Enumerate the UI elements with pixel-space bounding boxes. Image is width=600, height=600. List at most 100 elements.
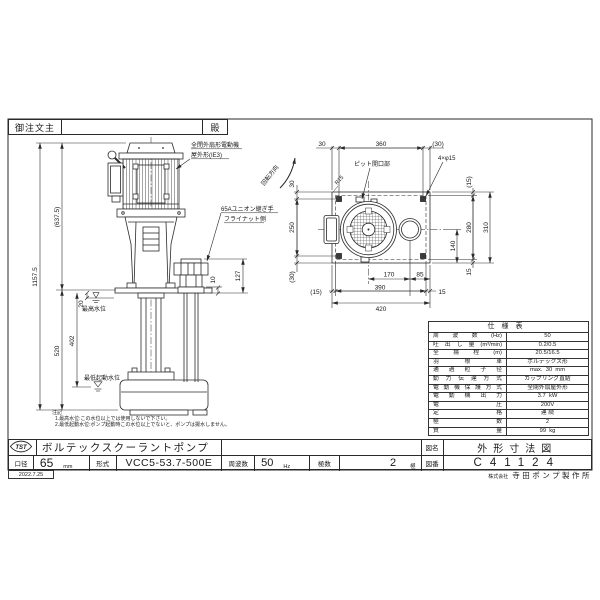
corner-radius-label: R15 [334, 175, 345, 187]
terminal-box-plan [323, 215, 340, 244]
pit-callout: ピット開口部 [354, 160, 390, 200]
frequency-label: 周波数 [222, 455, 256, 471]
dim-bot-right: 85 [416, 272, 424, 279]
anchor-hole [420, 253, 426, 259]
table-row: 周波数(Hz)50 [428, 332, 589, 342]
bore-unit: mm [63, 463, 73, 470]
dim-top-mid: 360 [376, 141, 387, 148]
table-row: 全揚程(m)20.5/16.5 [428, 349, 589, 359]
pit-label: ピット開口部 [354, 160, 390, 168]
fan-cover [340, 196, 397, 263]
title-block: TST ボルテックスクーラントポンプ 図名 外形寸法図 口径 65 mm 形式 … [8, 439, 592, 471]
dim-right-top: (15) [466, 176, 473, 188]
company-prefix: 株式会社 [488, 474, 509, 480]
dim-right-center: 140 [450, 240, 457, 251]
customer-honorific: 殿 [202, 120, 227, 134]
table-row: 吐出し量(m³/min)0.2/0.5 [428, 340, 589, 351]
bore-value-cell: 65 mm [34, 455, 90, 471]
bore-value: 65 [39, 456, 54, 471]
dim-right-total: 310 [483, 222, 490, 233]
table-row: 電動機保護方式全閉外扇屋外形 [428, 383, 589, 394]
notes-title: 注記 [52, 410, 63, 416]
dim-top-left: 30 [318, 141, 326, 148]
poles-unit: 極 [410, 463, 416, 470]
rotation-label: 回転方向 [259, 163, 280, 187]
holes-callout: 4×φ15 [425, 156, 456, 197]
motor-cap [126, 142, 176, 154]
max-water-label: 最高水位 [82, 305, 106, 313]
customer-name-field: 殿 [62, 120, 227, 134]
motor-body [122, 158, 180, 210]
bore-label: 口径 [9, 455, 34, 471]
dim-right-bot: 15 [466, 268, 473, 276]
drawing-name: 外形寸法図 [477, 443, 558, 455]
dim-bot-total: 420 [376, 306, 387, 313]
dim-bot2-left: (15) [310, 289, 322, 296]
dim-union-base: 10 [210, 276, 217, 284]
poles-value-cell: 2 極 [340, 455, 422, 471]
dim-bot-center: 170 [384, 272, 395, 279]
min-water-label: 最低起動水位 [84, 374, 120, 382]
eyebolt-icon [107, 150, 117, 160]
drawing-name-label: 図名 [422, 440, 444, 455]
anchor-hole [336, 196, 342, 202]
dim-top-right: (30) [432, 141, 444, 148]
motor-label-line2: 屋外形(IE3) [191, 151, 222, 159]
frequency-value-cell: 50 Hz [255, 455, 310, 471]
dim-total-height: 1157.5 [32, 267, 39, 287]
max-water-level-symbol [86, 292, 114, 303]
radius-callout: R15 [333, 175, 345, 192]
holes-label: 4×φ15 [438, 156, 456, 162]
pump-casing [119, 379, 209, 411]
poles-label: 極数 [310, 455, 340, 471]
drawing-frame [7, 118, 593, 471]
note-line-2: 2.最低起動水位:ポンプ起動時この水位以上でないと、ポンプは揚水しません。 [55, 422, 230, 428]
spec-title: 仕様表 [428, 321, 589, 333]
min-water-level-symbol [93, 381, 103, 392]
dim-min-water: 402 [69, 335, 76, 346]
union-callout: 65Aユニオン継ぎ手 フライナット側 [206, 205, 278, 262]
motor-callout: 全閉外扇形電動機 屋外形(IE3) [175, 141, 242, 170]
note-line-1: 1.最高水位:この水位以上では使用しないで下さい。 [55, 416, 171, 422]
company-name-line: 株式会社 寺田ポンプ製作所 [430, 470, 592, 481]
customer-box: 御注文主 殿 [8, 119, 228, 135]
dim-lower-height: 520 [54, 345, 61, 356]
drawing-number: C41124 [473, 457, 561, 470]
company-name: 寺田ポンプ製作所 [512, 471, 592, 480]
union-label-line1: 65Aユニオン継ぎ手 [221, 205, 274, 213]
notes: 注記 1.最高水位:この水位以上では使用しないで下さい。 2.最低起動水位:ポン… [52, 410, 382, 428]
dim-left-mid: 250 [289, 222, 296, 233]
anchor-hole [420, 196, 426, 202]
dim-bot2-right: 15 [438, 289, 446, 296]
title-block-spacer [222, 440, 422, 455]
dim-left-top: 30 [289, 180, 296, 188]
motor-label-line1: 全閉外扇形電動機 [191, 141, 239, 149]
front-view [86, 137, 213, 416]
date-stamp: 2022.7.25 [8, 470, 54, 479]
table-row: 動力伝達方式カップリング直結 [428, 374, 589, 385]
poles-value: 2 [389, 457, 397, 470]
model-label: 形式 [90, 455, 117, 471]
product-name: ボルテックスクーラントポンプ [37, 440, 223, 455]
frequency-value: 50 [261, 457, 274, 470]
top-view [318, 181, 444, 284]
frequency-unit: Hz [283, 463, 291, 470]
dim-right-pit: 280 [466, 222, 473, 233]
company-logo: TST [9, 440, 37, 455]
rotation-arrow-icon [279, 157, 296, 189]
front-view-dimensions [36, 142, 248, 411]
discharge-port [398, 218, 422, 241]
dim-upper-height: (637.5) [54, 207, 61, 228]
union-joint [173, 258, 209, 294]
union-label-line2: フライナット側 [224, 215, 266, 223]
anchor-hole [336, 253, 342, 259]
dim-max-water: 20 [78, 300, 85, 308]
dim-union-top: 127 [235, 270, 242, 281]
